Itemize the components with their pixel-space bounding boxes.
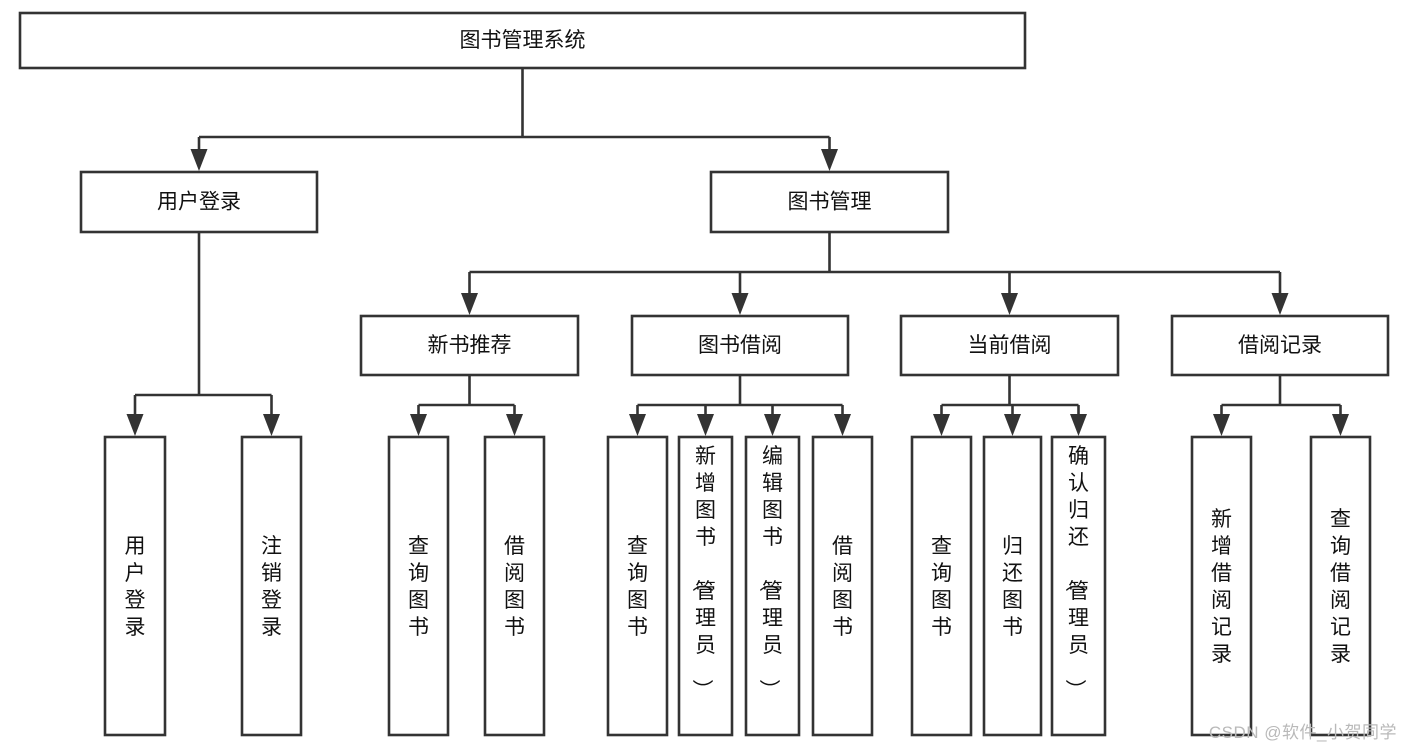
- node-label-new-book-recommend: 新书推荐: [428, 334, 512, 357]
- node-book-manage[interactable]: 图书管理: [709, 170, 950, 234]
- connector-group: [461, 232, 1289, 315]
- node-box-leaf-add-record[interactable]: [1190, 435, 1253, 737]
- node-leaf-query-book-2[interactable]: 查询图书: [606, 435, 669, 737]
- node-leaf-return-book[interactable]: 归还图书: [982, 435, 1043, 737]
- node-leaf-add-book[interactable]: 新增图书（管理员）: [677, 435, 734, 737]
- node-leaf-edit-book[interactable]: 编辑图书（管理员）: [744, 435, 801, 737]
- node-box-leaf-query-book-2[interactable]: [606, 435, 669, 737]
- connector-group: [1213, 375, 1349, 436]
- node-label-leaf-borrow-book-1: 借阅图书: [504, 535, 525, 639]
- node-leaf-query-book-3[interactable]: 查询图书: [910, 435, 973, 737]
- node-box-leaf-query-book-3[interactable]: [910, 435, 973, 737]
- connector-group: [190, 68, 838, 171]
- connector-layer: [126, 68, 1349, 436]
- node-label-leaf-user-logout: 注销登录: [261, 535, 282, 639]
- node-box-leaf-query-book-1[interactable]: [387, 435, 450, 737]
- node-layer: 图书管理系统用户登录图书管理新书推荐图书借阅当前借阅借阅记录用户登录注销登录查询…: [18, 11, 1390, 737]
- node-leaf-query-record[interactable]: 查询借阅记录: [1309, 435, 1372, 737]
- node-borrow-record[interactable]: 借阅记录: [1170, 314, 1390, 377]
- node-label-leaf-query-book-1: 查询图书: [408, 535, 429, 639]
- node-new-book-recommend[interactable]: 新书推荐: [359, 314, 580, 377]
- node-label-leaf-user-login: 用户登录: [125, 535, 146, 639]
- node-label-leaf-query-record: 查询借阅记录: [1330, 508, 1351, 666]
- node-box-borrow-record[interactable]: [1170, 314, 1390, 377]
- node-box-new-book-recommend[interactable]: [359, 314, 580, 377]
- node-leaf-confirm-return[interactable]: 确认归还（管理员）: [1050, 435, 1107, 737]
- node-box-leaf-return-book[interactable]: [982, 435, 1043, 737]
- connector-group: [410, 375, 523, 436]
- node-leaf-query-book-1[interactable]: 查询图书: [387, 435, 450, 737]
- node-box-leaf-query-record[interactable]: [1309, 435, 1372, 737]
- node-box-leaf-borrow-book-1[interactable]: [483, 435, 546, 737]
- node-label-leaf-add-record: 新增借阅记录: [1211, 508, 1232, 666]
- node-label-leaf-query-book-2: 查询图书: [627, 535, 648, 639]
- node-label-borrow-record: 借阅记录: [1238, 334, 1322, 357]
- node-current-borrow[interactable]: 当前借阅: [899, 314, 1120, 377]
- node-box-book-borrow[interactable]: [630, 314, 850, 377]
- node-leaf-add-record[interactable]: 新增借阅记录: [1190, 435, 1253, 737]
- connector-group: [629, 375, 851, 436]
- node-box-leaf-add-book[interactable]: [677, 435, 734, 737]
- node-box-book-manage[interactable]: [709, 170, 950, 234]
- node-label-current-borrow: 当前借阅: [968, 334, 1052, 357]
- connector-group: [933, 375, 1087, 436]
- node-box-user-login[interactable]: [79, 170, 319, 234]
- node-box-leaf-borrow-book-2[interactable]: [811, 435, 874, 737]
- node-leaf-user-login[interactable]: 用户登录: [103, 435, 167, 737]
- node-box-leaf-edit-book[interactable]: [744, 435, 801, 737]
- node-label-leaf-add-book: 新增图书（管理员）: [690, 445, 716, 700]
- node-leaf-user-logout[interactable]: 注销登录: [240, 435, 303, 737]
- node-label-leaf-borrow-book-2: 借阅图书: [832, 535, 853, 639]
- node-label-root: 图书管理系统: [460, 29, 586, 52]
- node-label-leaf-edit-book: 编辑图书（管理员）: [757, 445, 783, 700]
- connector-group: [126, 232, 280, 436]
- node-box-leaf-user-logout[interactable]: [240, 435, 303, 737]
- node-book-borrow[interactable]: 图书借阅: [630, 314, 850, 377]
- node-box-leaf-confirm-return[interactable]: [1050, 435, 1107, 737]
- node-label-leaf-confirm-return: 确认归还（管理员）: [1063, 445, 1089, 700]
- node-root[interactable]: 图书管理系统: [18, 11, 1027, 70]
- node-box-root[interactable]: [18, 11, 1027, 70]
- node-label-book-borrow: 图书借阅: [698, 334, 782, 357]
- node-label-leaf-query-book-3: 查询图书: [931, 535, 952, 639]
- node-user-login[interactable]: 用户登录: [79, 170, 319, 234]
- node-leaf-borrow-book-1[interactable]: 借阅图书: [483, 435, 546, 737]
- node-label-book-manage: 图书管理: [788, 191, 872, 214]
- node-label-leaf-return-book: 归还图书: [1002, 535, 1023, 639]
- node-box-current-borrow[interactable]: [899, 314, 1120, 377]
- node-box-leaf-user-login[interactable]: [103, 435, 167, 737]
- node-leaf-borrow-book-2[interactable]: 借阅图书: [811, 435, 874, 737]
- node-label-user-login: 用户登录: [157, 191, 241, 214]
